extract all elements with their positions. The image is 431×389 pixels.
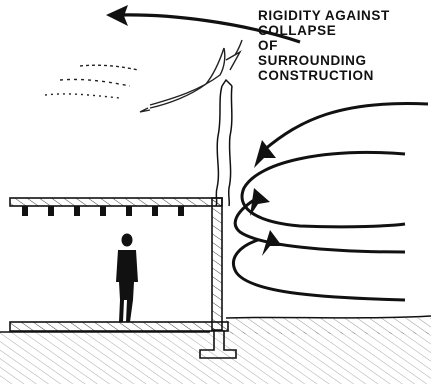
top-wind-arrow — [106, 5, 301, 44]
ground — [0, 315, 431, 384]
caption-line-3: OF — [258, 38, 278, 53]
wind-arrows — [232, 102, 429, 302]
caption-line-2: COLLAPSE — [258, 23, 337, 38]
collapsing-wall — [215, 78, 233, 207]
caption-line-4: SURROUNDING — [258, 53, 367, 68]
wind-arrow-heads — [250, 140, 282, 256]
caption-line-1: RIGIDITY AGAINST — [258, 8, 390, 23]
rigid-shelter — [9, 197, 229, 332]
collapsing-debris — [44, 39, 243, 113]
caption-line-5: CONSTRUCTION — [258, 68, 374, 83]
caption: RIGIDITY AGAINST COLLAPSE OF SURROUNDING… — [258, 8, 390, 83]
standing-person — [116, 233, 138, 322]
